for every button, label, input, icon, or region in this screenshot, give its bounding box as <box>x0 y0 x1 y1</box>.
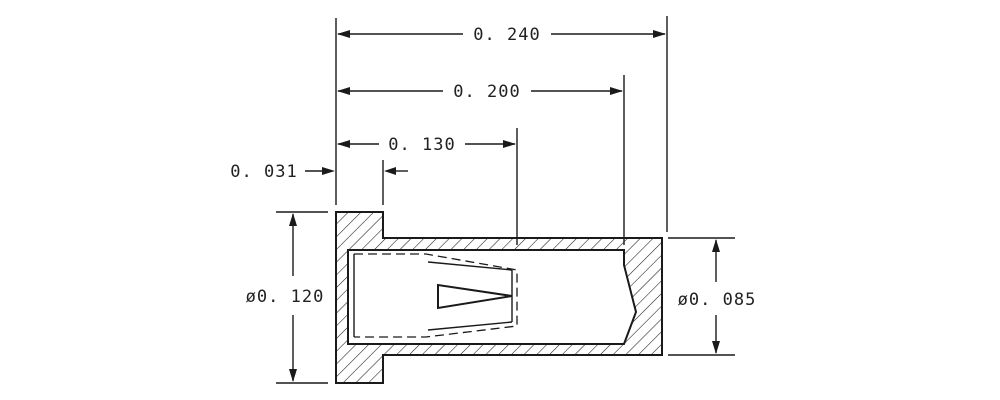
arrowhead <box>503 140 516 148</box>
arrowhead <box>337 30 350 38</box>
dimension-label: 0. 200 <box>453 82 520 102</box>
contact-hidden-outline <box>354 253 518 338</box>
section-material <box>335 211 663 384</box>
arrowhead <box>610 87 623 95</box>
extension-lines <box>276 16 735 384</box>
dimension-label: 0. 031 <box>230 162 297 182</box>
contact-slot-bottom <box>427 321 513 331</box>
part-section <box>335 211 663 384</box>
dimension-flange-diameter: ø0. 120 <box>246 213 325 382</box>
dimension-label: ø0. 120 <box>246 287 325 307</box>
dimension-body-diameter: ø0. 085 <box>678 239 757 354</box>
arrowhead <box>337 87 350 95</box>
arrowhead <box>712 341 720 354</box>
contact-slot-top <box>427 261 513 271</box>
dimension-label: ø0. 085 <box>678 290 757 310</box>
arrowhead <box>289 213 297 226</box>
dimension-label: 0. 240 <box>473 25 540 45</box>
slot-wedge <box>437 283 513 310</box>
dimension-to-crimp-end: 0. 200 <box>337 82 623 102</box>
dimension-overall-length: 0. 240 <box>337 25 666 45</box>
arrowhead <box>384 167 396 175</box>
arrowhead <box>337 140 350 148</box>
arrowhead <box>322 167 335 175</box>
arrowhead <box>289 369 297 382</box>
arrowhead <box>653 30 666 38</box>
arrowhead <box>712 239 720 252</box>
dimension-flange-thickness: 0. 031 <box>230 162 408 182</box>
dimension-label: 0. 130 <box>388 135 455 155</box>
dimension-to-slot: 0. 130 <box>337 135 516 155</box>
